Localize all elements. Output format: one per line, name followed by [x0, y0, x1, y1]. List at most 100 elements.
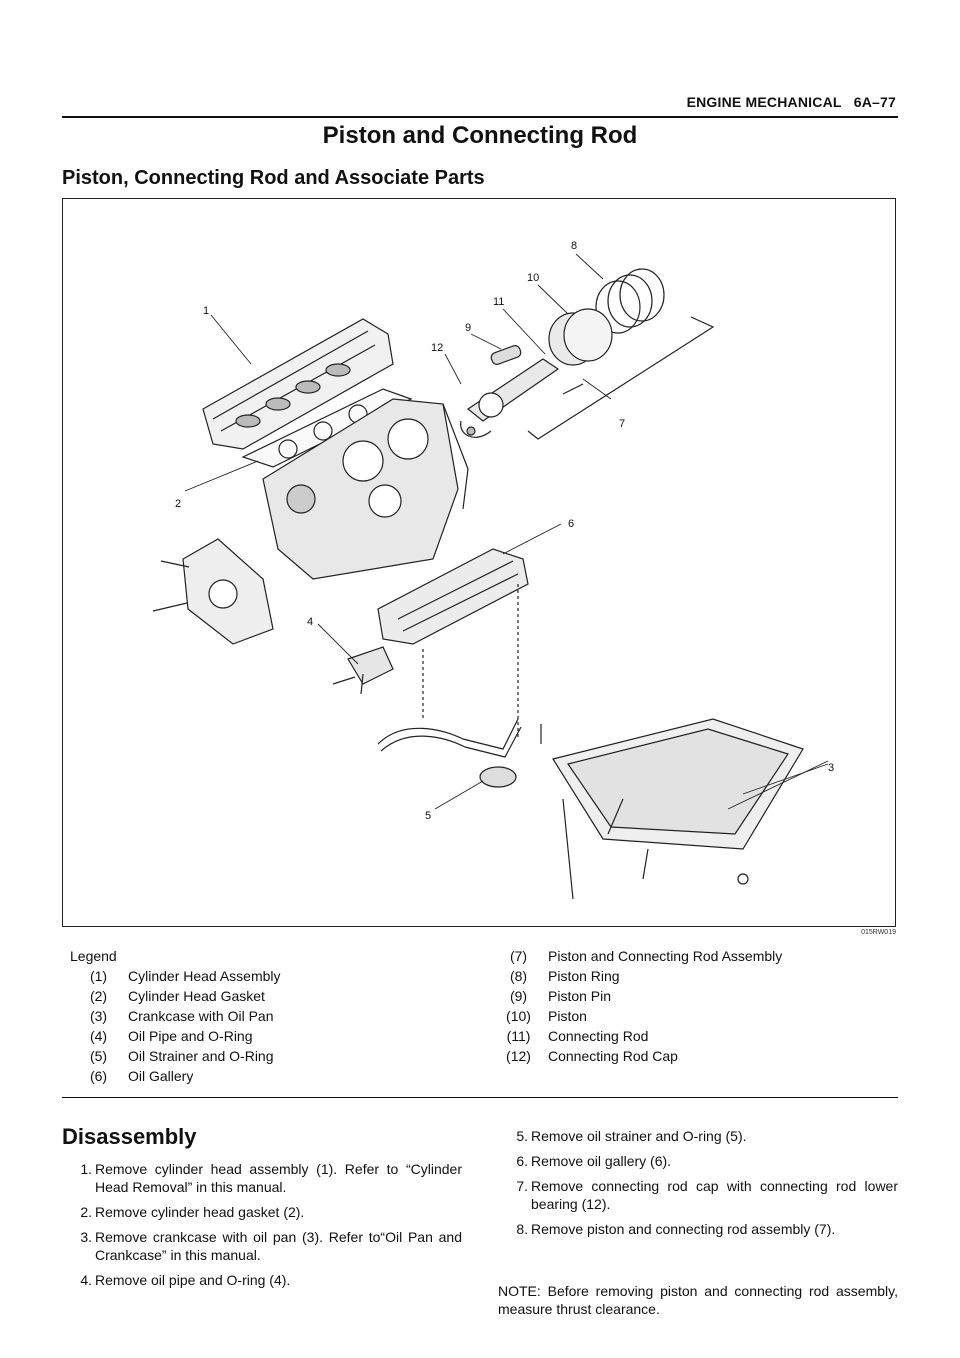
legend-text: Oil Strainer and O-Ring: [128, 1048, 274, 1064]
legend-text: Piston: [548, 1008, 587, 1024]
oil-pan-drawing: [552, 718, 804, 900]
step-item: 6.Remove oil gallery (6).: [506, 1152, 898, 1170]
piston-drawing: [548, 308, 613, 366]
legend-text: Crankcase with Oil Pan: [128, 1008, 274, 1024]
legend-text: Connecting Rod Cap: [548, 1048, 678, 1064]
legend-item: (1) Cylinder Head Assembly: [70, 966, 281, 986]
legend-number: (12): [506, 1048, 531, 1064]
step-text: Remove cylinder head gasket (2).: [95, 1204, 305, 1220]
legend-number: (3): [89, 1008, 108, 1024]
step-item: 3.Remove crankcase with oil pan (3). Ref…: [70, 1228, 462, 1264]
oil-pipe-drawing: [332, 646, 394, 695]
step-text: Remove oil strainer and O-ring (5).: [531, 1128, 747, 1144]
figure-code: 015RW019: [861, 929, 896, 936]
steps-right-column: 5.Remove oil strainer and O-ring (5). 6.…: [506, 1127, 898, 1245]
legend-rule: [62, 1097, 898, 1098]
step-number: 6.: [516, 1153, 528, 1169]
engine-block-drawing: [262, 398, 469, 580]
step-item: 2.Remove cylinder head gasket (2).: [70, 1203, 462, 1221]
legend-item: (6) Oil Gallery: [70, 1066, 281, 1086]
callout-8: 8: [571, 240, 577, 252]
exploded-view-figure: 1 2 3 4 5 6 7 8 9 10 11 12: [62, 198, 896, 927]
legend-item: (5) Oil Strainer and O-Ring: [70, 1046, 281, 1066]
callout-11: 11: [493, 296, 504, 308]
note-text: NOTE: Before removing piston and connect…: [498, 1283, 898, 1317]
piston-pin-drawing: [490, 345, 522, 365]
legend-item: (8) Piston Ring: [496, 966, 782, 986]
legend-left-column: Legend (1) Cylinder Head Assembly (2) Cyli…: [70, 946, 281, 1086]
legend-number: (2): [89, 988, 108, 1004]
step-number: 1.: [80, 1161, 92, 1177]
callout-labels: 1 2 3 4 5 6 7 8 9 10 11 12: [175, 240, 834, 822]
disassembly-heading: Disassembly: [62, 1124, 197, 1149]
callout-10: 10: [527, 272, 539, 284]
legend-item: (11) Connecting Rod: [496, 1026, 782, 1046]
step-item: 7.Remove connecting rod cap with connect…: [506, 1177, 898, 1213]
callout-4: 4: [307, 616, 313, 628]
step-item: 4.Remove oil pipe and O-ring (4).: [70, 1271, 462, 1289]
legend-text: Piston Pin: [548, 988, 612, 1004]
callout-3: 3: [828, 762, 834, 774]
step-number: 3.: [80, 1229, 92, 1245]
legend-title: Legend: [70, 948, 117, 964]
legend-number: (9): [509, 988, 528, 1004]
page-number: 6A–77: [853, 94, 896, 110]
legend-right-column: (7)Piston and Connecting Rod Assembly (8…: [496, 946, 782, 1066]
figure-subtitle: Piston, Connecting Rod and Associate Par…: [62, 167, 485, 189]
legend-text: Cylinder Head Gasket: [128, 988, 265, 1004]
legend-item: (4)Oil Pipe and O-Ring: [70, 1026, 281, 1046]
cylinder-head-drawing: [202, 318, 394, 450]
legend-text: Oil Gallery: [128, 1068, 194, 1084]
piston-rings-drawing: [595, 268, 665, 334]
callout-7: 7: [619, 418, 625, 430]
legend-item: (2) Cylinder Head Gasket: [70, 986, 281, 1006]
rod-cap-drawing: [460, 420, 492, 438]
legend-number: (1): [89, 968, 108, 984]
header-rule: [62, 116, 898, 118]
front-cover-drawing: [152, 538, 274, 645]
legend-number: (6): [89, 1068, 108, 1084]
running-head: ENGINE MECHANICAL 6A–77: [687, 94, 896, 110]
callout-2: 2: [175, 498, 181, 510]
legend-number: (11): [506, 1028, 531, 1044]
legend-item: (9) Piston Pin: [496, 986, 782, 1006]
connecting-rod-drawing: [466, 358, 584, 422]
step-number: 4.: [80, 1272, 92, 1288]
leader-lines: [184, 253, 829, 810]
steps-left-column: 1.Remove cylinder head assembly (1). Ref…: [70, 1160, 462, 1296]
step-number: 2.: [80, 1204, 92, 1220]
oil-strainer-drawing: [377, 718, 542, 788]
legend-item: (7)Piston and Connecting Rod Assembly: [496, 946, 782, 966]
step-number: 8.: [516, 1221, 528, 1237]
legend-item: (3) Crankcase with Oil Pan: [70, 1006, 281, 1026]
legend-number: (4): [89, 1028, 108, 1044]
step-number: 7.: [516, 1178, 528, 1194]
oil-gallery-drawing: [377, 548, 529, 739]
legend-number: (5): [89, 1048, 108, 1064]
legend-number: (10): [506, 1008, 531, 1024]
callout-6: 6: [568, 518, 574, 530]
callout-9: 9: [465, 322, 471, 334]
legend-text: Cylinder Head Assembly: [128, 968, 281, 984]
legend-text: Piston Ring: [548, 968, 620, 984]
step-text: Remove oil pipe and O-ring (4).: [95, 1272, 291, 1288]
section-name: ENGINE MECHANICAL: [686, 94, 842, 110]
legend-number: (8): [509, 968, 528, 984]
exploded-view-drawing: 1 2 3 4 5 6 7 8 9 10 11 12: [152, 240, 834, 900]
step-text: Remove oil gallery (6).: [531, 1153, 672, 1169]
callout-5: 5: [425, 810, 431, 822]
step-text: Remove cylinder head assembly (1). Refer…: [95, 1161, 462, 1195]
step-text: Remove connecting rod cap with connectin…: [531, 1178, 898, 1212]
callout-1: 1: [203, 305, 209, 317]
step-text: Remove piston and connecting rod assembl…: [531, 1221, 836, 1237]
step-item: 1.Remove cylinder head assembly (1). Ref…: [70, 1160, 462, 1196]
step-number: 5.: [516, 1128, 528, 1144]
page-title: Piston and Connecting Rod: [322, 122, 638, 149]
step-item: 5.Remove oil strainer and O-ring (5).: [506, 1127, 898, 1145]
legend-text: Connecting Rod: [548, 1028, 649, 1044]
legend-item: (10) Piston: [496, 1006, 782, 1026]
legend-item: (12) Connecting Rod Cap: [496, 1046, 782, 1066]
legend-number: (7): [509, 948, 528, 964]
step-text: Remove crankcase with oil pan (3). Refer…: [95, 1229, 462, 1263]
